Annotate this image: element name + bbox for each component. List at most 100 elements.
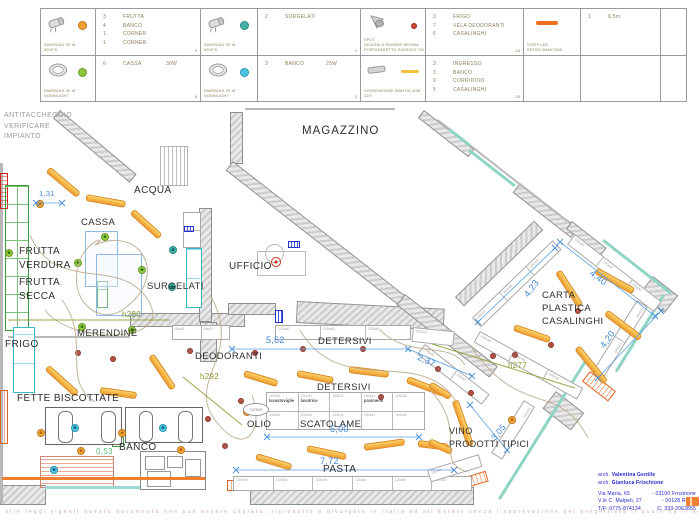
downlight-25w [50,466,58,474]
display-case [178,411,193,443]
spotlight-5000k-icon [206,15,230,38]
checkout-counter [96,254,142,316]
spot-7w [110,356,116,362]
spot-7w [238,398,244,404]
dim-053: 0,53 [96,447,113,456]
downlight-30w [138,266,146,274]
downlight-30w [101,233,109,241]
legend-empty-cell [581,56,661,101]
spot-3000k [118,429,126,437]
electrical-panel-icon [275,310,283,323]
electrical-panel-icon [288,241,300,248]
suspension-light [348,366,390,378]
architect-name: Valentina Gentile [611,472,656,478]
storage-rack [160,146,188,186]
fridge-cabinet [13,327,35,393]
aisle-label-olio: OLIO [247,419,272,430]
suspension-light [85,194,127,208]
aisle-label-pasta: PASTA [323,464,357,475]
height-h292: h292 [200,372,219,381]
downlight-25w-icon [207,62,231,84]
downlight-25w [159,424,167,432]
suspension-light [242,370,279,388]
suspension-lamp-icon [366,64,392,83]
spot-5000k [168,283,176,291]
wall [417,110,475,158]
spot-3000k [36,200,44,208]
aisle-label-detersivi: DETERSIVI [317,382,371,393]
display-case [139,411,153,442]
spot-7w [378,394,384,400]
studio-logo [686,497,699,506]
wall [0,485,46,505]
downlight-30w [5,249,13,257]
room-label-ufficio: UFFICIO [229,261,272,272]
phone: T/F: 0775-874134 [598,506,641,512]
spot-7w [300,346,306,352]
red-dot-icon [411,23,417,29]
suspension-light [254,453,293,471]
room-label-fette-biscottate: FETTE BISCOTTATE [17,393,120,404]
room-label-merendine: MERENDINE [77,328,138,339]
green-dot-icon [78,68,87,77]
shelf-row: 100x41 [411,327,455,347]
architect-name: Gianluca Frischione [611,479,664,486]
strip-led-icon [536,21,558,25]
wall [228,303,276,315]
freezer-cabinet [186,248,202,308]
dim-772: 7,72 [320,456,339,466]
aisle-label-scatolame: SCATOLAME [300,419,362,430]
copyright-watermark: In base alle leggi vigenti questo docume… [0,509,700,515]
credits-block: arch. Valentina Gentile arch. Gianluca F… [598,472,696,512]
recessed-spot-icon [367,14,389,37]
display-case [101,411,116,443]
window-glass [468,149,516,188]
spot-5000k [169,246,177,254]
height-h280: h280 [122,310,141,319]
cyan-counter-line [45,486,140,489]
legend-empty-cell [661,9,686,56]
downlight-30w [74,259,82,267]
corner-label: corner [243,403,269,416]
wall [225,161,410,309]
spot-3000k [177,446,185,454]
mobile: C: 333-2063855 [657,506,696,512]
room-label-acqua: ACQUA [134,185,172,196]
side-door [0,390,8,444]
wall [230,112,243,164]
spot-7w [468,390,474,396]
room-label-banco: BANCO [119,442,157,453]
spot-marker [271,257,281,267]
room-label-surgelati: SURGELATI [147,281,204,292]
yellow-strip-icon [401,70,419,73]
dim-500: 5,00 [330,424,349,434]
wall-line [0,163,3,503]
spot-7w [205,416,211,422]
suspension-light [129,208,163,240]
suspension-light [363,438,406,451]
legend-total: 9 [194,48,197,53]
suspension-light [148,353,177,391]
spot-3000k [37,429,45,437]
spot-7w [435,366,441,372]
legend-caption: 3000°K [44,48,58,53]
spot-7w [222,443,228,449]
room-label-cassa: CASSA [81,217,116,228]
spot-3000k [77,447,85,455]
